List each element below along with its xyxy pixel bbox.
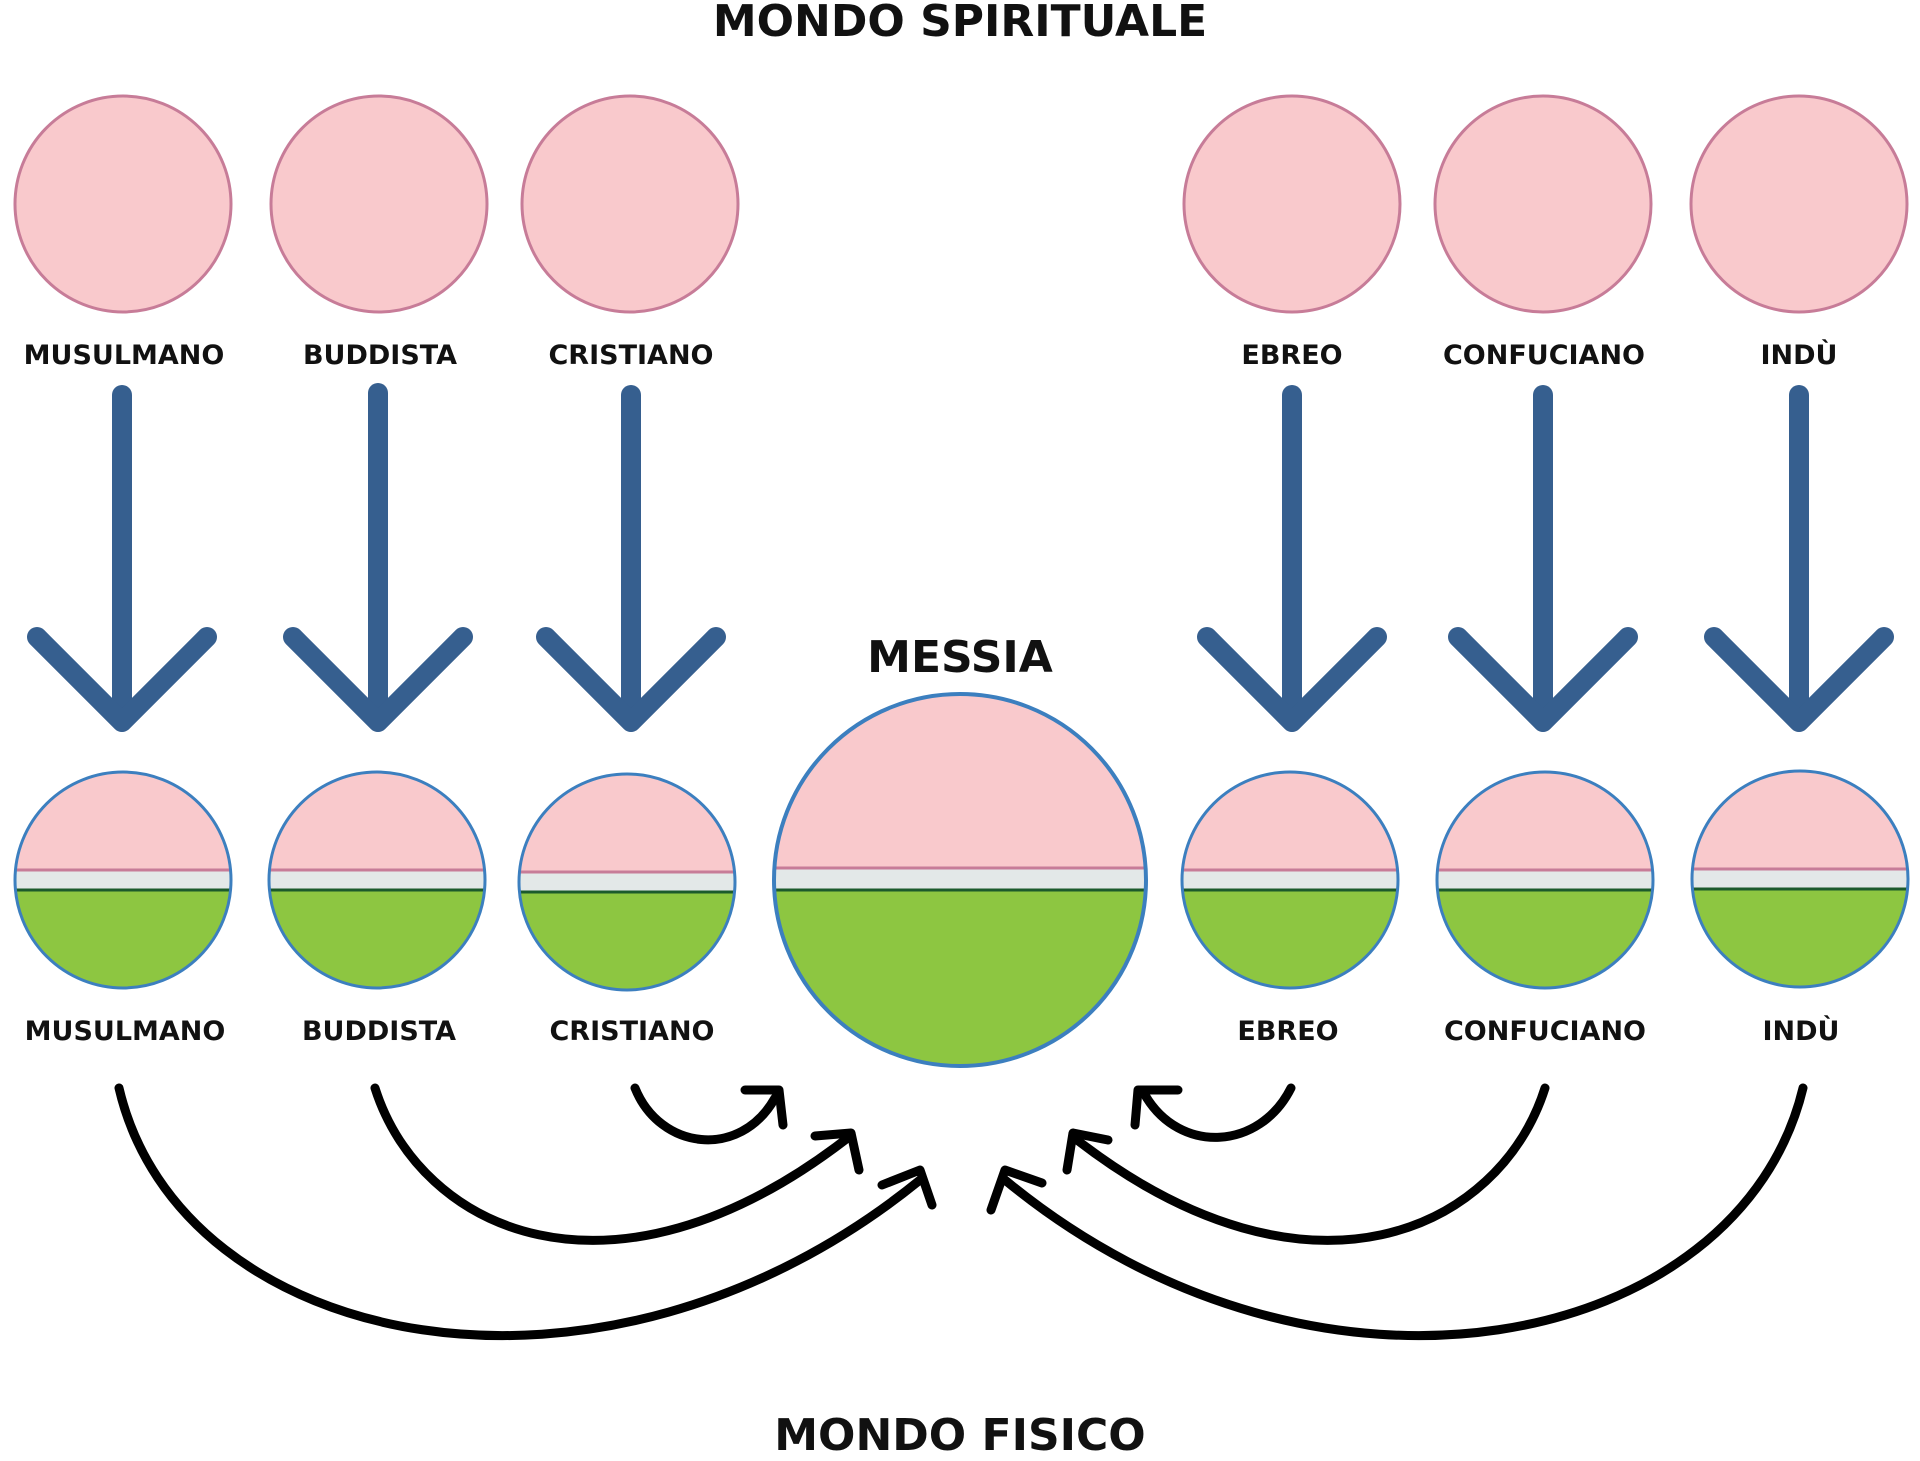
physical-label-hindu: INDÙ <box>1763 1015 1840 1047</box>
physical-label-muslim: MUSULMANO <box>25 1016 226 1047</box>
split-circle-christian <box>517 772 737 992</box>
split-circle-jewish <box>1180 770 1400 990</box>
physical-label-confucian: CONFUCIANO <box>1444 1016 1646 1047</box>
spirit-label-jewish: EBREO <box>1241 340 1342 371</box>
curve-arrow-buddhist <box>370 1083 864 1245</box>
down-arrow-hindu <box>1704 385 1894 732</box>
spirit-label-christian: CRISTIANO <box>548 340 713 371</box>
spiritual-world-title: MONDO SPIRITUALE <box>713 0 1207 47</box>
curve-arrow-christian <box>630 1083 788 1145</box>
split-circle-muslim <box>13 770 233 990</box>
physical-label-christian: CRISTIANO <box>549 1016 714 1047</box>
spirit-label-buddhist: BUDDISTA <box>303 340 457 371</box>
curve-arrow-hindu <box>986 1083 1808 1341</box>
split-circle-hindu <box>1690 769 1910 989</box>
spirit-circle-buddhist <box>269 94 489 314</box>
physical-label-jewish: EBREO <box>1237 1016 1338 1047</box>
spirit-circle-hindu <box>1689 94 1909 314</box>
split-circle-confucian <box>1435 770 1655 990</box>
curved-arrows <box>114 1083 1808 1341</box>
spirit-circle-muslim <box>13 94 233 314</box>
messiah-circle <box>772 692 1148 1068</box>
down-arrow-muslim <box>27 385 217 732</box>
down-arrow-confucian <box>1448 385 1638 732</box>
spirit-circle-christian <box>520 94 740 314</box>
spirit-circle-jewish <box>1182 94 1402 314</box>
down-arrow-jewish <box>1197 385 1387 732</box>
spirit-circles <box>13 94 1909 314</box>
split-circle-buddhist <box>267 770 487 990</box>
spirit-labels: MUSULMANO BUDDISTA CRISTIANO EBREO CONFU… <box>24 339 1838 371</box>
curve-arrow-jewish <box>1130 1083 1296 1142</box>
spirit-label-hindu: INDÙ <box>1761 339 1838 371</box>
down-arrow-christian <box>536 385 726 732</box>
spirit-label-confucian: CONFUCIANO <box>1443 340 1645 371</box>
down-arrow-buddhist <box>283 383 473 732</box>
down-arrows <box>27 383 1894 732</box>
curve-arrow-confucian <box>1062 1083 1550 1245</box>
physical-world-title: MONDO FISICO <box>774 1410 1145 1461</box>
spirit-label-muslim: MUSULMANO <box>24 340 225 371</box>
messiah-label: MESSIA <box>867 632 1053 683</box>
spirit-circle-confucian <box>1433 94 1653 314</box>
physical-labels: MUSULMANO BUDDISTA CRISTIANO EBREO CONFU… <box>25 1015 1840 1047</box>
curve-arrow-muslim <box>114 1083 937 1341</box>
physical-label-buddhist: BUDDISTA <box>302 1016 456 1047</box>
